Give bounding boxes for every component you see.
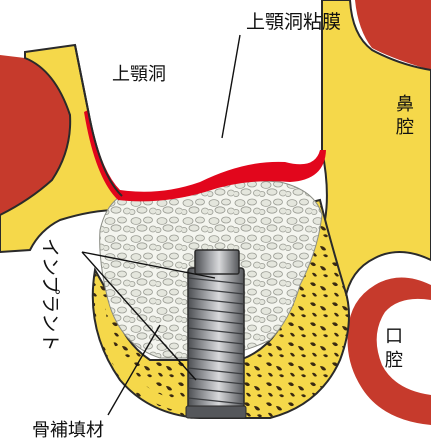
label-oral-cavity-2: 腔 <box>385 350 403 371</box>
label-nasal-cavity-1: 鼻 <box>396 94 414 115</box>
implant-collar <box>186 406 246 418</box>
label-maxillary-sinus: 上顎洞 <box>112 64 166 85</box>
dental-implant <box>186 250 246 418</box>
label-implant: インプラント <box>39 238 61 351</box>
label-maxillary-sinus-mucosa: 上顎洞粘膜 <box>246 11 341 33</box>
leader-mucosa <box>222 35 240 138</box>
label-oral-cavity-1: 口 <box>385 326 403 347</box>
label-bone-graft: 骨補填材 <box>32 420 104 441</box>
implant-apex <box>195 250 239 274</box>
label-nasal-cavity-2: 腔 <box>396 117 414 138</box>
